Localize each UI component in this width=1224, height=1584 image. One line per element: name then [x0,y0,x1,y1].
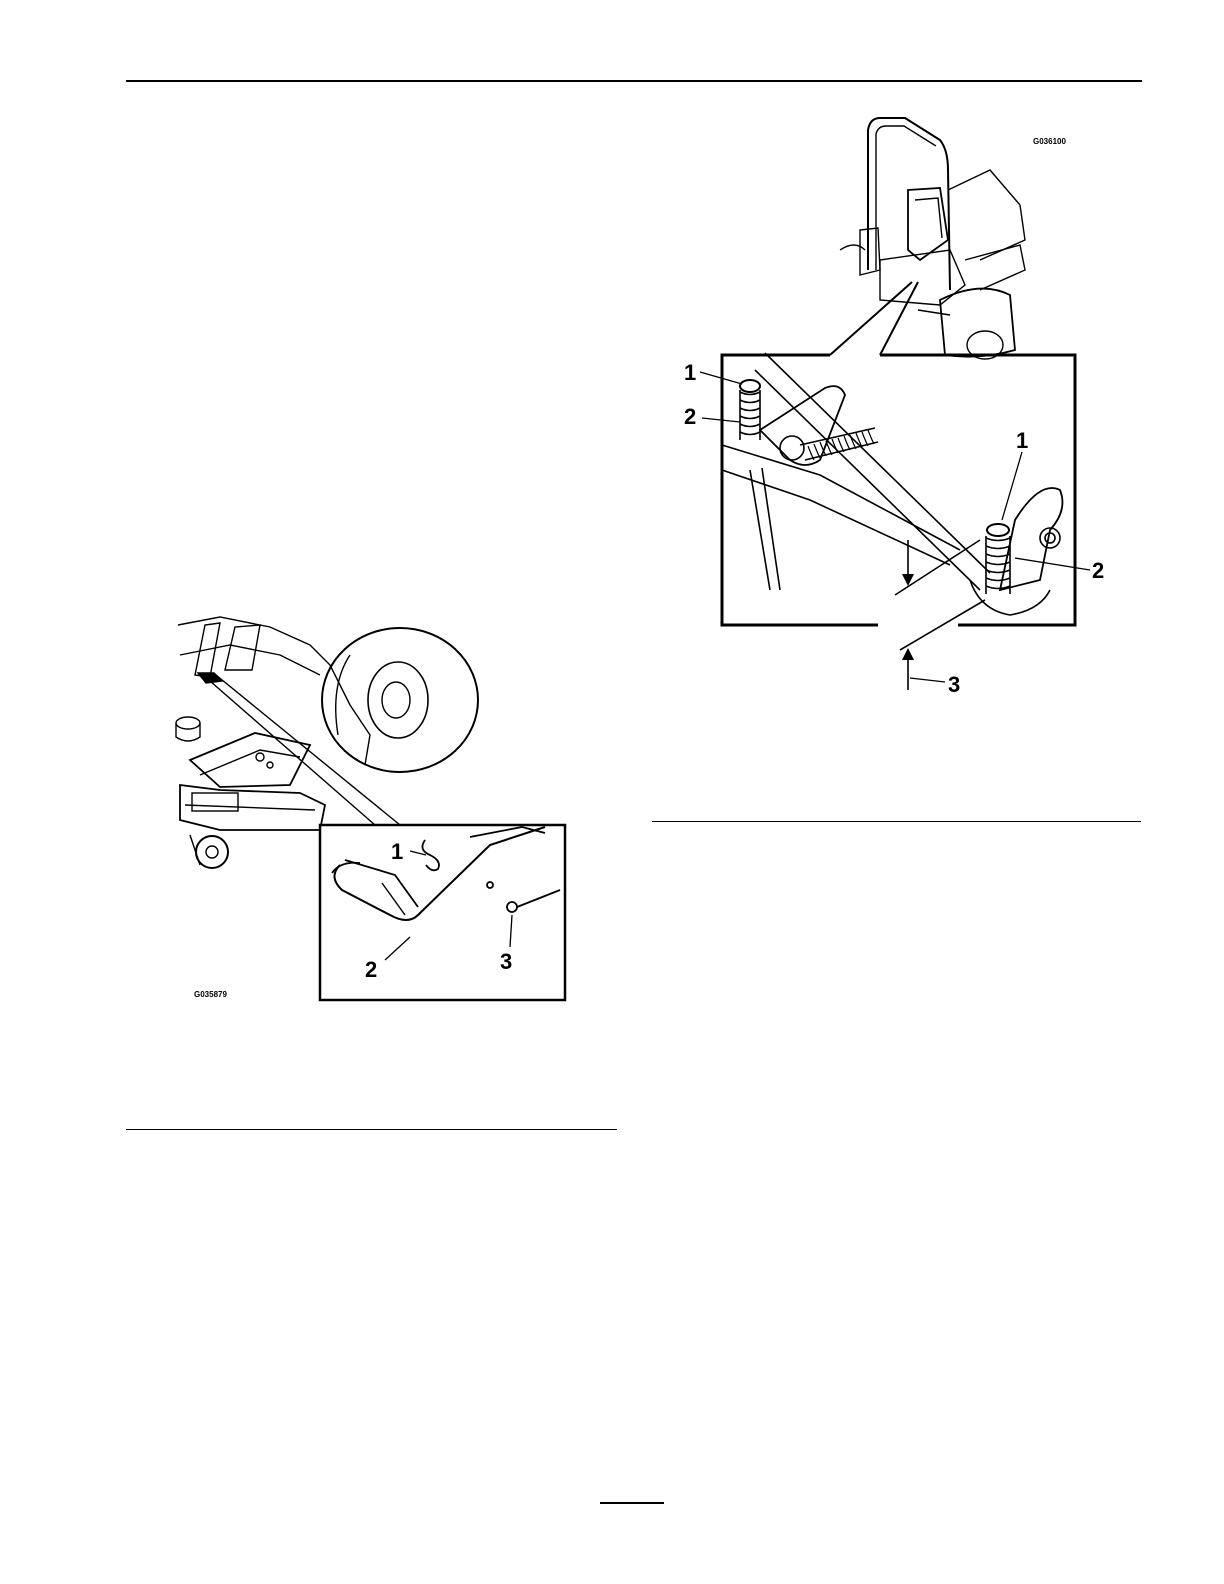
figure-brake-lever: 1 2 3 G035879 [160,615,570,1010]
figure-code: G036100 [1033,137,1066,146]
header-rule [126,80,1142,82]
seat-springs-illustration: G036100 [680,110,1110,700]
callout-3-measurement: 3 [948,672,960,697]
callout-2-spring-right: 2 [1092,558,1104,583]
callout-1-hairpin: 1 [391,839,403,864]
figure-code: G035879 [194,990,227,999]
callout-2-spring-left: 2 [684,404,696,429]
callout-3-pin: 3 [500,949,512,974]
figure-seat-springs: G036100 [680,110,1110,700]
callout-1-nut-left: 1 [684,360,696,385]
section-rule-left [126,1129,617,1130]
footer-rule [600,1502,664,1504]
callout-2-lever: 2 [365,957,377,982]
brake-lever-illustration: 1 2 3 G035879 [160,615,570,1010]
callout-1-nut-right: 1 [1016,428,1028,453]
section-rule-right [652,821,1141,822]
